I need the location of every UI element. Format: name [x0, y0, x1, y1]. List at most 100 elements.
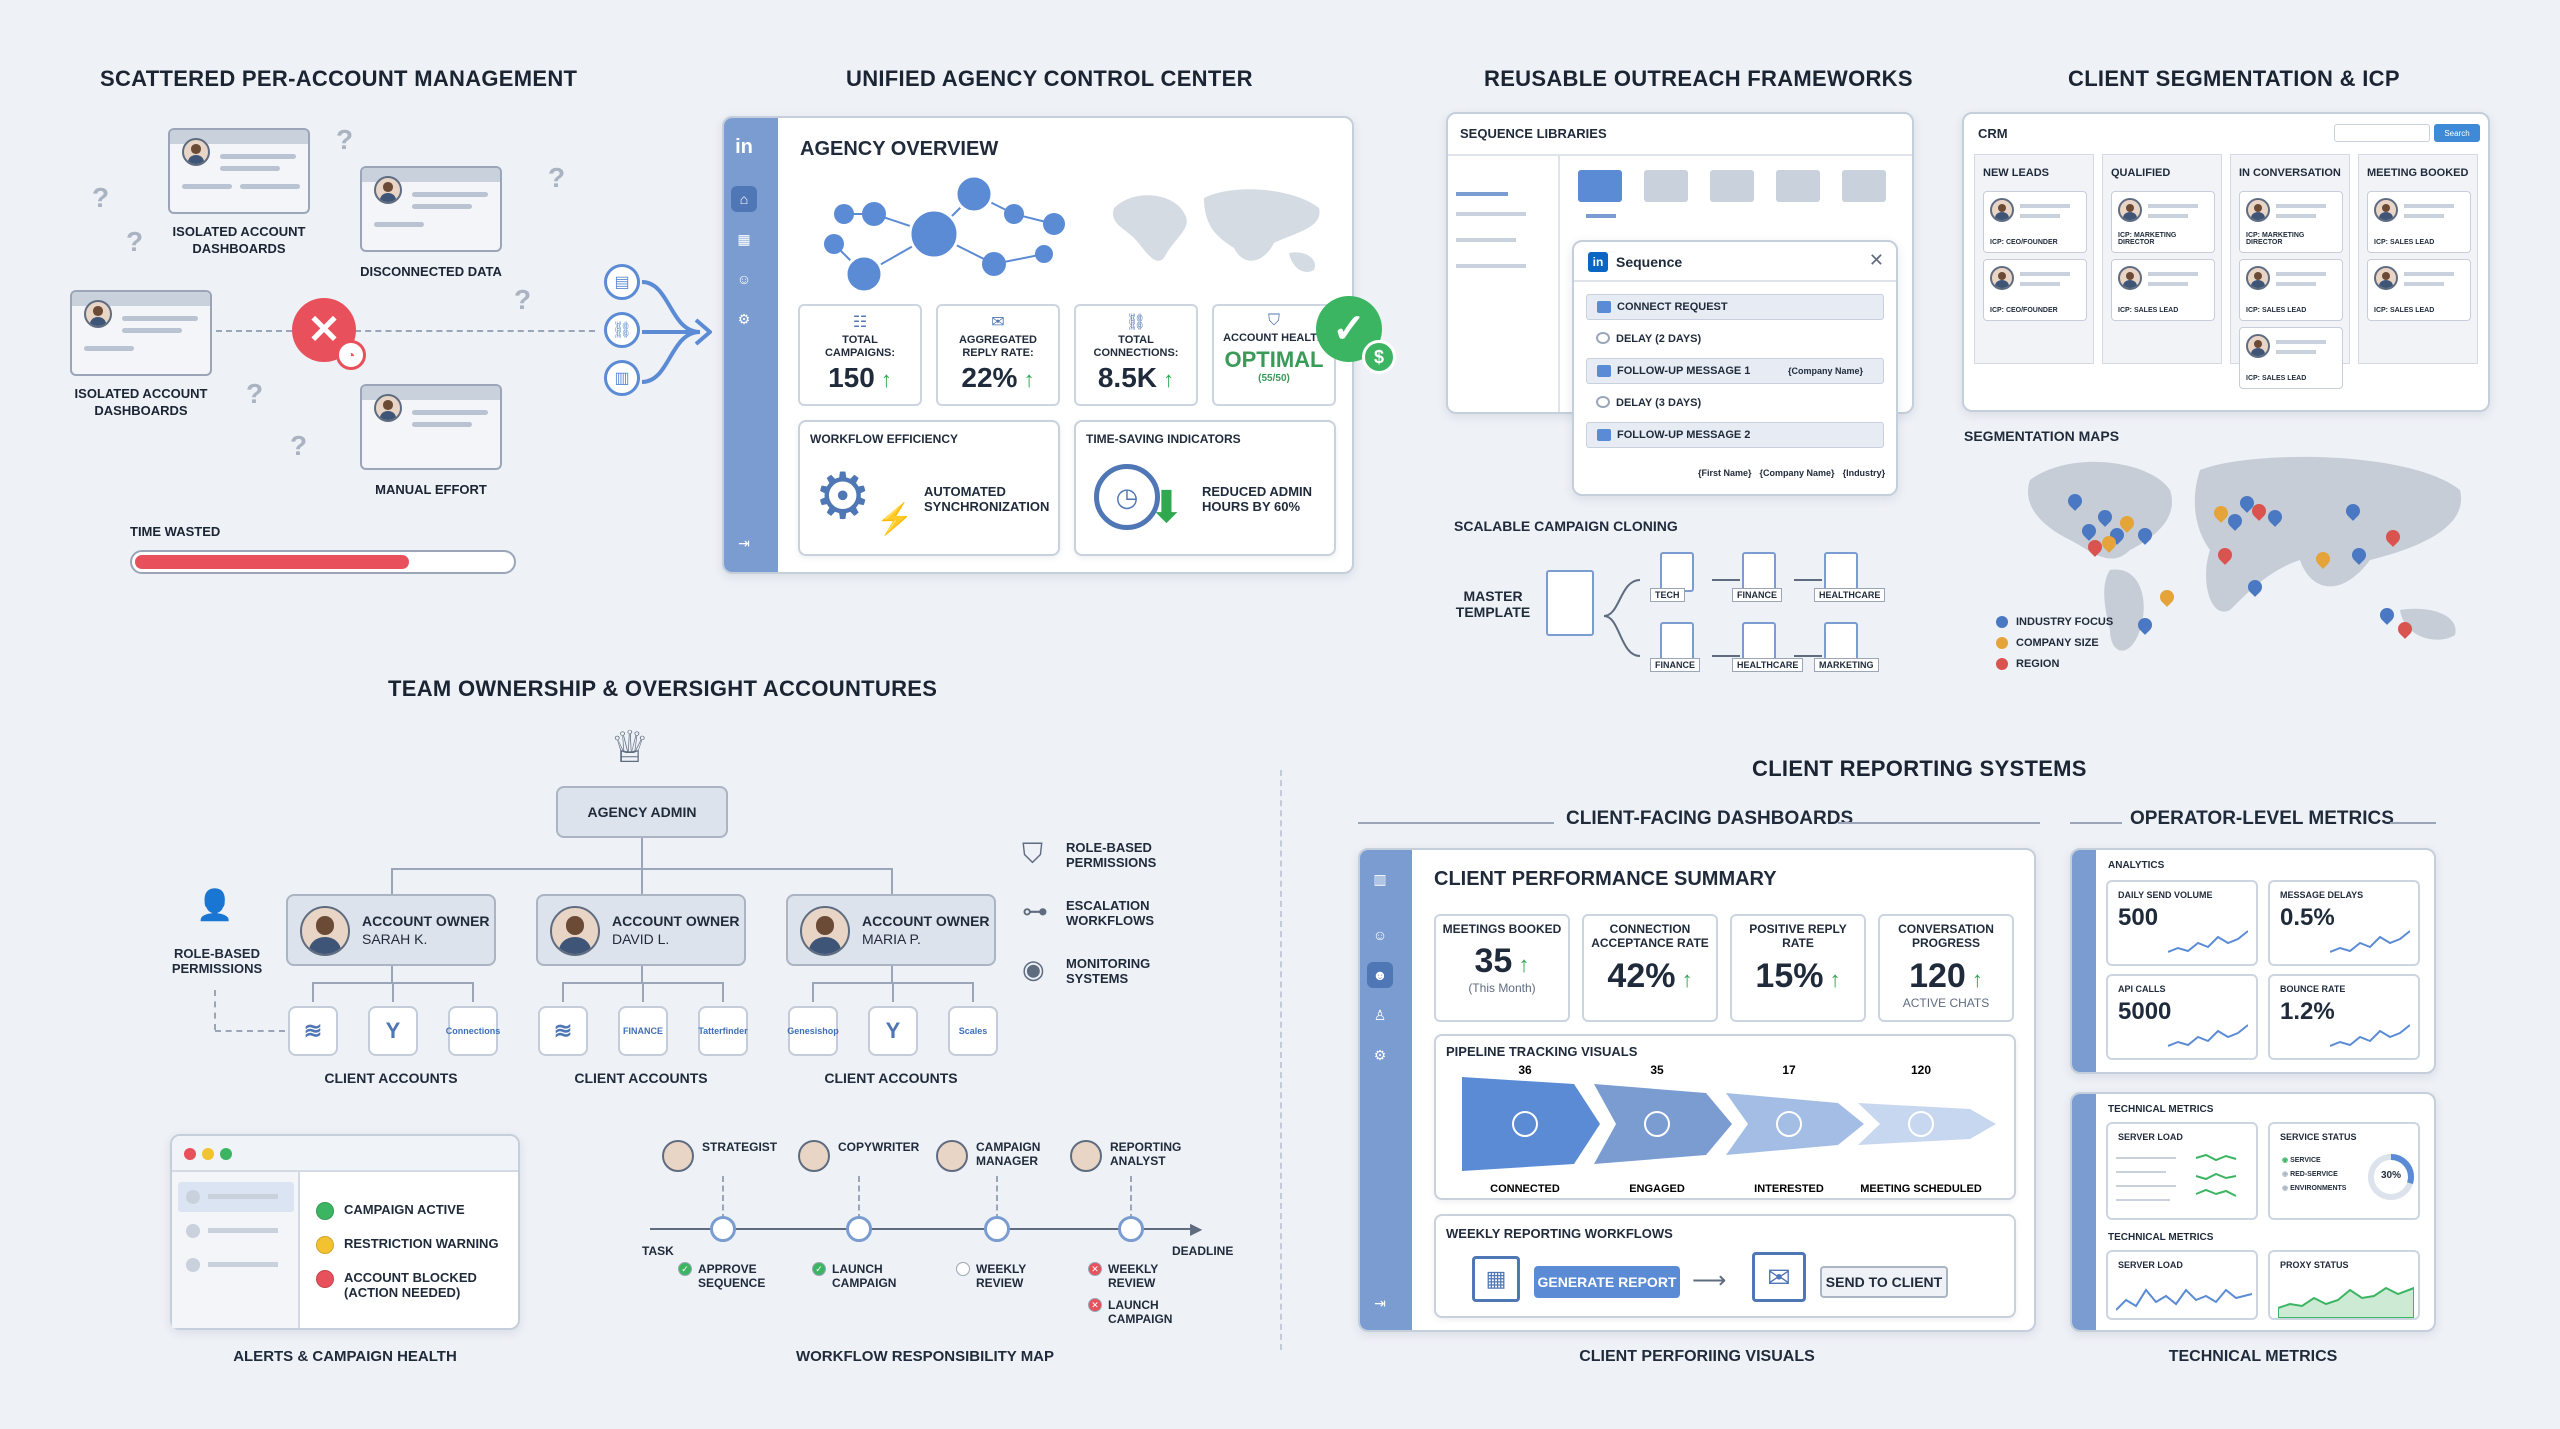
up-arrow-icon: ↑: [1157, 367, 1175, 393]
window-close-dot[interactable]: [184, 1148, 196, 1160]
question-mark-icon: ?: [92, 182, 110, 213]
role-name: STRATEGIST: [702, 1140, 778, 1154]
lightning-icon: ⚡: [876, 503, 914, 536]
crm-lead-card[interactable]: ICP: MARKETING DIRECTOR: [2111, 191, 2215, 253]
agency-metric-value: 22%: [961, 362, 1018, 394]
technical-metrics-caption: TECHNICAL METRICS: [2168, 1348, 2338, 1365]
window-minimize-dot[interactable]: [202, 1148, 214, 1160]
client-logo-icon[interactable]: Y: [368, 1006, 418, 1056]
sequence-step[interactable]: FOLLOW-UP MESSAGE 1{Company Name}: [1586, 358, 1884, 384]
client-logo-icon[interactable]: Tatterfinder: [698, 1006, 748, 1056]
task-label: LAUNCH CAMPAIGN: [832, 1262, 897, 1290]
pipeline-stage[interactable]: [1726, 1093, 1864, 1155]
client-metric-label: CONNECTION ACCEPTANCE RATE: [1591, 922, 1709, 951]
task-label: LAUNCH CAMPAIGN: [1108, 1298, 1173, 1326]
client-metric-label: POSITIVE REPLY RATE: [1749, 922, 1847, 951]
client-metric-value: 35: [1474, 942, 1513, 981]
variable-tag[interactable]: {Company Name}: [1759, 468, 1835, 478]
client-logo-icon[interactable]: Scales: [948, 1006, 998, 1056]
alert-status-row[interactable]: RESTRICTION WARNING: [316, 1236, 516, 1254]
users-icon[interactable]: ☺: [1372, 927, 1388, 943]
pipeline-stage[interactable]: [1858, 1103, 1996, 1145]
crown-icon: ♕: [610, 723, 650, 772]
folder-icon[interactable]: [1710, 170, 1754, 202]
agency-admin-node[interactable]: AGENCY ADMIN: [556, 786, 728, 838]
avatar: [1990, 266, 2014, 290]
stage-label: MEETING SCHEDULED: [1860, 1183, 1982, 1195]
folder-icon[interactable]: [1644, 170, 1688, 202]
alerts-window: CAMPAIGN ACTIVE RESTRICTION WARNING ACCOUN…: [170, 1134, 520, 1330]
crm-lead-card[interactable]: ICP: SALES LEAD: [2239, 327, 2343, 389]
task-status-icon: ✕: [1088, 1298, 1102, 1312]
crm-lead-card[interactable]: ICP: CEO/FOUNDER: [1983, 191, 2087, 253]
client-accounts-label: CLIENT ACCOUNTS: [324, 1070, 458, 1086]
sequence-step[interactable]: DELAY (2 DAYS): [1586, 326, 1884, 352]
stage-value: 36: [1518, 1064, 1532, 1077]
pipeline-stage[interactable]: [1594, 1084, 1732, 1164]
chart-icon[interactable]: ▥: [1373, 870, 1387, 887]
role-name: COPYWRITER: [838, 1140, 920, 1154]
sequence-step[interactable]: CONNECT REQUEST: [1586, 294, 1884, 320]
client-performance-panel: ▥ ☺ ☻ ♙ ⚙ ⇥ CLIENT PERFORMANCE SUMMARY P…: [1358, 848, 2036, 1332]
generate-report-button[interactable]: GENERATE REPORT: [1534, 1266, 1680, 1298]
time-wasted-fill: [135, 555, 410, 569]
gauge-fill: [2368, 1154, 2414, 1200]
send-to-client-button[interactable]: SEND TO CLIENT: [1820, 1266, 1948, 1298]
settings-icon[interactable]: ⚙: [1373, 1046, 1387, 1063]
alert-status-row[interactable]: CAMPAIGN ACTIVE: [316, 1202, 516, 1220]
crm-lead-card[interactable]: ICP: MARKETING DIRECTOR: [2239, 191, 2343, 253]
master-template-label: MASTER TEMPLATE: [1455, 588, 1531, 620]
icp-tag: ICP: SALES LEAD: [2246, 307, 2307, 314]
folder-icon[interactable]: [1578, 170, 1622, 202]
client-metric-value: 120: [1909, 956, 1966, 995]
users-icon[interactable]: ☺: [736, 271, 752, 287]
milestone-node[interactable]: [710, 1216, 736, 1242]
variable-tag[interactable]: {First Name}: [1698, 468, 1752, 478]
crm-lead-card[interactable]: ICP: SALES LEAD: [2367, 191, 2471, 253]
folder-icon[interactable]: [1776, 170, 1820, 202]
grid-icon[interactable]: ▦: [737, 230, 751, 247]
milestone-node[interactable]: [1118, 1216, 1144, 1242]
folder-icon[interactable]: [1842, 170, 1886, 202]
client-logo-icon[interactable]: ≋: [288, 1006, 338, 1056]
milestone-node[interactable]: [846, 1216, 872, 1242]
team-icon[interactable]: ☻: [1367, 962, 1393, 988]
crm-lead-card[interactable]: ICP: SALES LEAD: [2111, 259, 2215, 321]
legend-item: COMPANY SIZE: [1996, 633, 2113, 654]
isolated-dashboards-label: ISOLATED ACCOUNT DASHBOARDS: [74, 386, 208, 418]
user-icon[interactable]: ♙: [1373, 1006, 1387, 1023]
task-label: WEEKLY REVIEW: [976, 1262, 1027, 1290]
settings-icon[interactable]: ⚙: [737, 310, 751, 327]
home-icon[interactable]: ⌂: [731, 186, 757, 212]
crm-lead-card[interactable]: ICP: SALES LEAD: [2239, 259, 2343, 321]
client-logo-icon[interactable]: Y: [868, 1006, 918, 1056]
close-icon[interactable]: ✕: [1868, 250, 1884, 270]
linkedin-icon: in: [735, 135, 753, 158]
clone-doc-icon: [1660, 552, 1694, 592]
client-logo-icon[interactable]: Connections: [446, 1006, 500, 1056]
alert-status-row[interactable]: ACCOUNT BLOCKED (ACTION NEEDED): [316, 1270, 516, 1300]
client-dash-title: CLIENT-FACING DASHBOARDS: [1566, 808, 1854, 829]
milestone-node[interactable]: [984, 1216, 1010, 1242]
sequence-step[interactable]: FOLLOW-UP MESSAGE 2: [1586, 422, 1884, 448]
window-maximize-dot[interactable]: [220, 1148, 232, 1160]
variable-tag[interactable]: {Company Name}: [1787, 366, 1863, 376]
reporting-title: CLIENT REPORTING SYSTEMS: [1752, 756, 2087, 781]
logout-icon[interactable]: ⇥: [1374, 1294, 1386, 1311]
crm-lead-card[interactable]: ICP: SALES LEAD: [2367, 259, 2471, 321]
client-logo-icon[interactable]: FINANCE: [618, 1006, 668, 1056]
crm-search-button[interactable]: Search: [2434, 124, 2480, 142]
pipeline-stage[interactable]: [1462, 1077, 1600, 1171]
client-logo-icon[interactable]: ≋: [538, 1006, 588, 1056]
client-logo-icon[interactable]: Genesishop: [787, 1006, 839, 1056]
crm-column-header: MEETING BOOKED: [2367, 167, 2469, 179]
variable-tag[interactable]: {Industry}: [1842, 468, 1886, 478]
crm-lead-card[interactable]: ICP: CEO/FOUNDER: [1983, 259, 2087, 321]
logout-icon[interactable]: ⇥: [738, 534, 750, 551]
crm-search-input[interactable]: [2334, 124, 2430, 142]
sequence-step[interactable]: DELAY (3 DAYS): [1586, 390, 1884, 416]
segmentation-legend: INDUSTRY FOCUS COMPANY SIZE REGION: [1996, 612, 2113, 675]
